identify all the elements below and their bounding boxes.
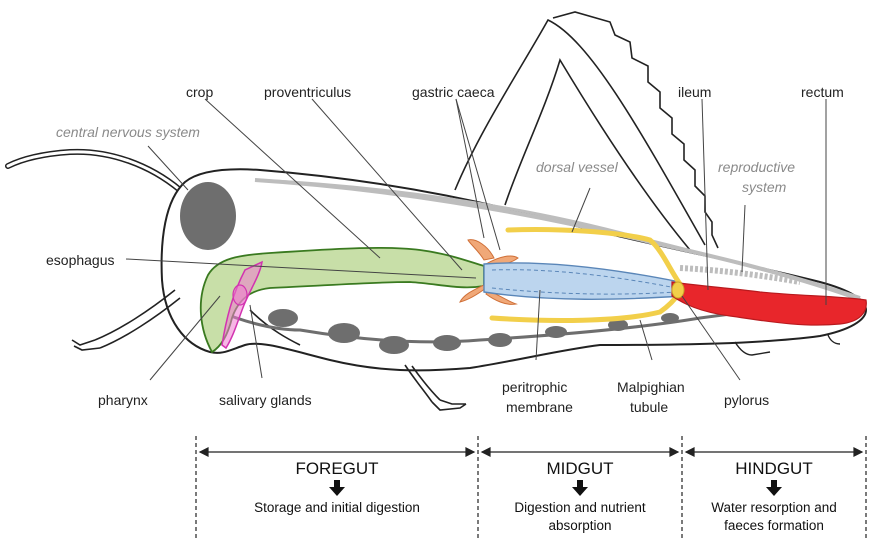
- brain: [180, 182, 236, 250]
- pylorus-marker: [672, 282, 684, 298]
- section-midgut-title: MIDGUT: [546, 459, 613, 478]
- section-foregut-desc: Storage and initial digestion: [254, 500, 420, 515]
- section-foregut-title: FOREGUT: [295, 459, 378, 478]
- section-hindgut-desc-line1: Water resorption and: [711, 500, 837, 515]
- label-salivary-glands: salivary glands: [219, 392, 312, 408]
- label-reproductive-system-line2: system: [742, 179, 787, 195]
- label-gastric-caeca: gastric caeca: [412, 84, 495, 100]
- down-arrows: [329, 480, 782, 496]
- label-rectum: rectum: [801, 84, 844, 100]
- label-ileum: ileum: [678, 84, 711, 100]
- section-midgut-desc-line2: absorption: [548, 518, 611, 533]
- label-crop: crop: [186, 84, 213, 100]
- label-dorsal-vessel: dorsal vessel: [536, 159, 619, 175]
- label-malpighian-line2: tubule: [630, 399, 668, 415]
- label-esophagus: esophagus: [46, 252, 115, 268]
- label-pharynx: pharynx: [98, 392, 148, 408]
- label-peritrophic-line2: membrane: [506, 399, 573, 415]
- label-malpighian-line1: Malpighian: [617, 379, 685, 395]
- section-hindgut-title: HINDGUT: [735, 459, 812, 478]
- label-pylorus: pylorus: [724, 392, 769, 408]
- label-proventriculus: proventriculus: [264, 84, 351, 100]
- section-hindgut-desc-line2: faeces formation: [724, 518, 824, 533]
- middle-leg: [405, 365, 466, 410]
- label-peritrophic-line1: peritrophic: [502, 379, 567, 395]
- section-midgut-desc-line1: Digestion and nutrient: [514, 500, 646, 515]
- section-arrows: [200, 448, 862, 456]
- label-reproductive-system-line1: reproductive: [718, 159, 795, 175]
- label-central-nervous-system: central nervous system: [56, 124, 200, 140]
